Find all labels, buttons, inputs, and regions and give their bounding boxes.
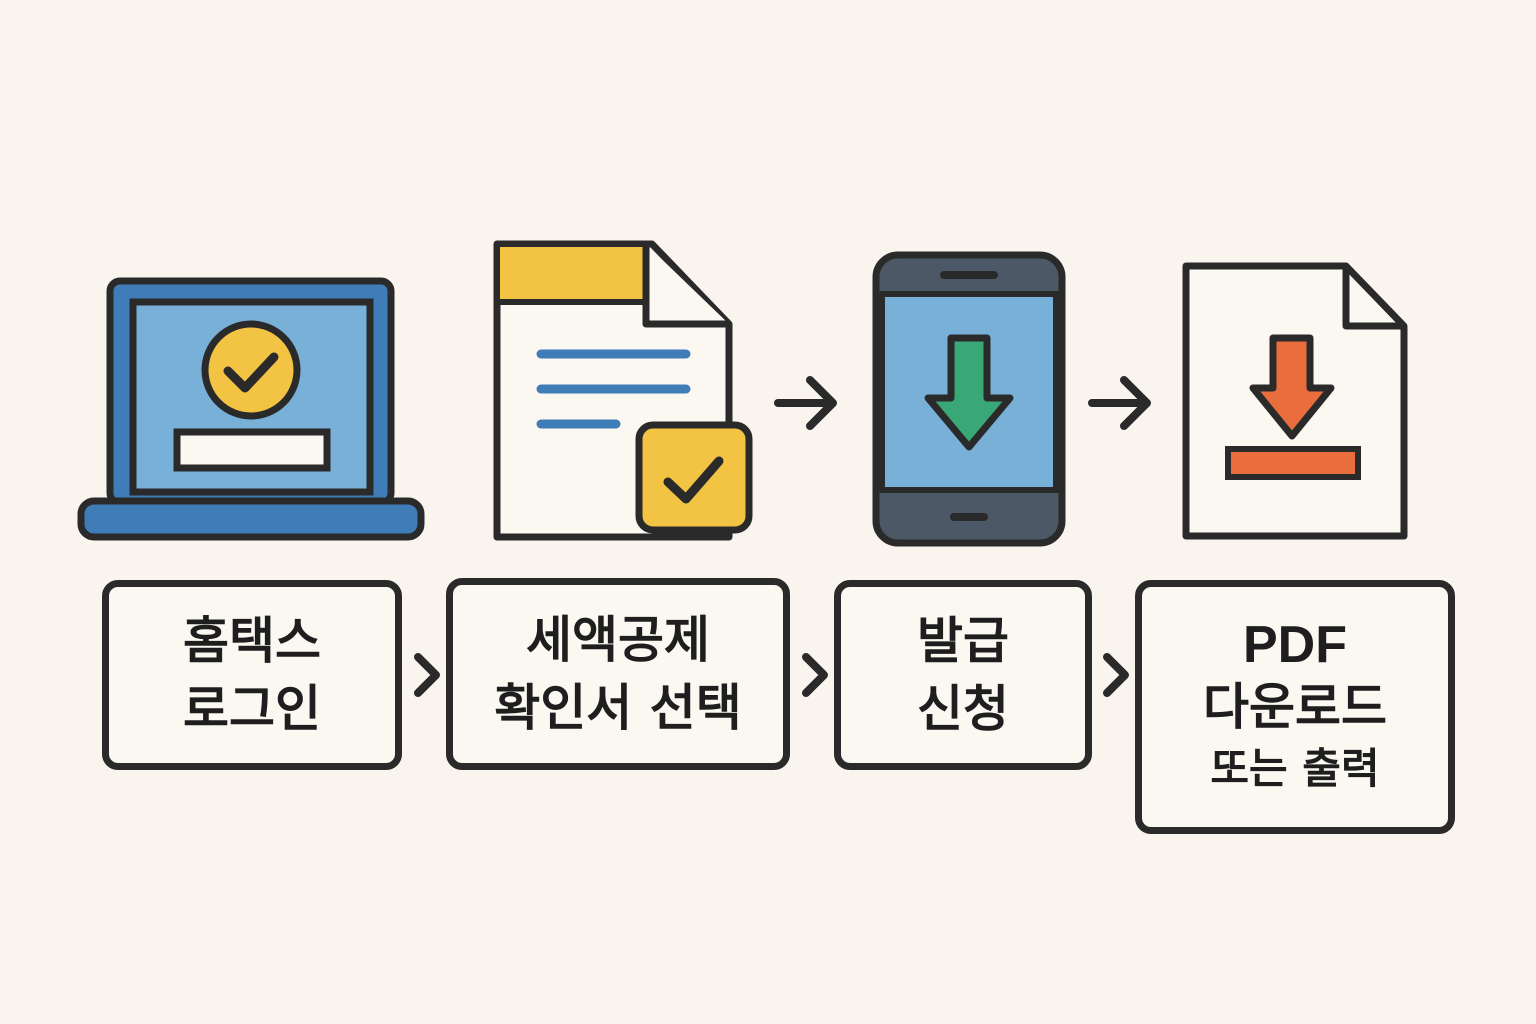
chevron-right-icon [414, 653, 440, 697]
phone-download-icon [872, 251, 1066, 547]
chevron-right-icon [1103, 653, 1129, 697]
step-label: 다운로드 [1203, 678, 1387, 736]
laptop-login-icon [77, 277, 425, 541]
step-label: 세액공제 [526, 611, 710, 669]
step-label: 홈택스 [183, 612, 321, 670]
step-label: 또는 출력 [1210, 744, 1380, 793]
step-box-hometax-login: 홈택스 로그인 [102, 580, 402, 770]
arrow-right-icon [1088, 376, 1151, 430]
step-label: 신청 [917, 680, 1009, 738]
step-box-issue-request: 발급 신청 [834, 580, 1092, 770]
document-check-icon [493, 240, 753, 541]
step-label: 확인서 선택 [494, 679, 742, 737]
step-box-pdf-download: PDF 다운로드 또는 출력 [1135, 580, 1455, 834]
pdf-download-icon [1182, 262, 1408, 540]
step-box-select-certificate: 세액공제 확인서 선택 [446, 578, 790, 770]
step-label: 발급 [917, 612, 1009, 670]
arrow-right-icon [774, 376, 837, 430]
step-label: 로그인 [183, 680, 321, 738]
step-label: PDF [1243, 616, 1347, 674]
chevron-right-icon [802, 653, 828, 697]
